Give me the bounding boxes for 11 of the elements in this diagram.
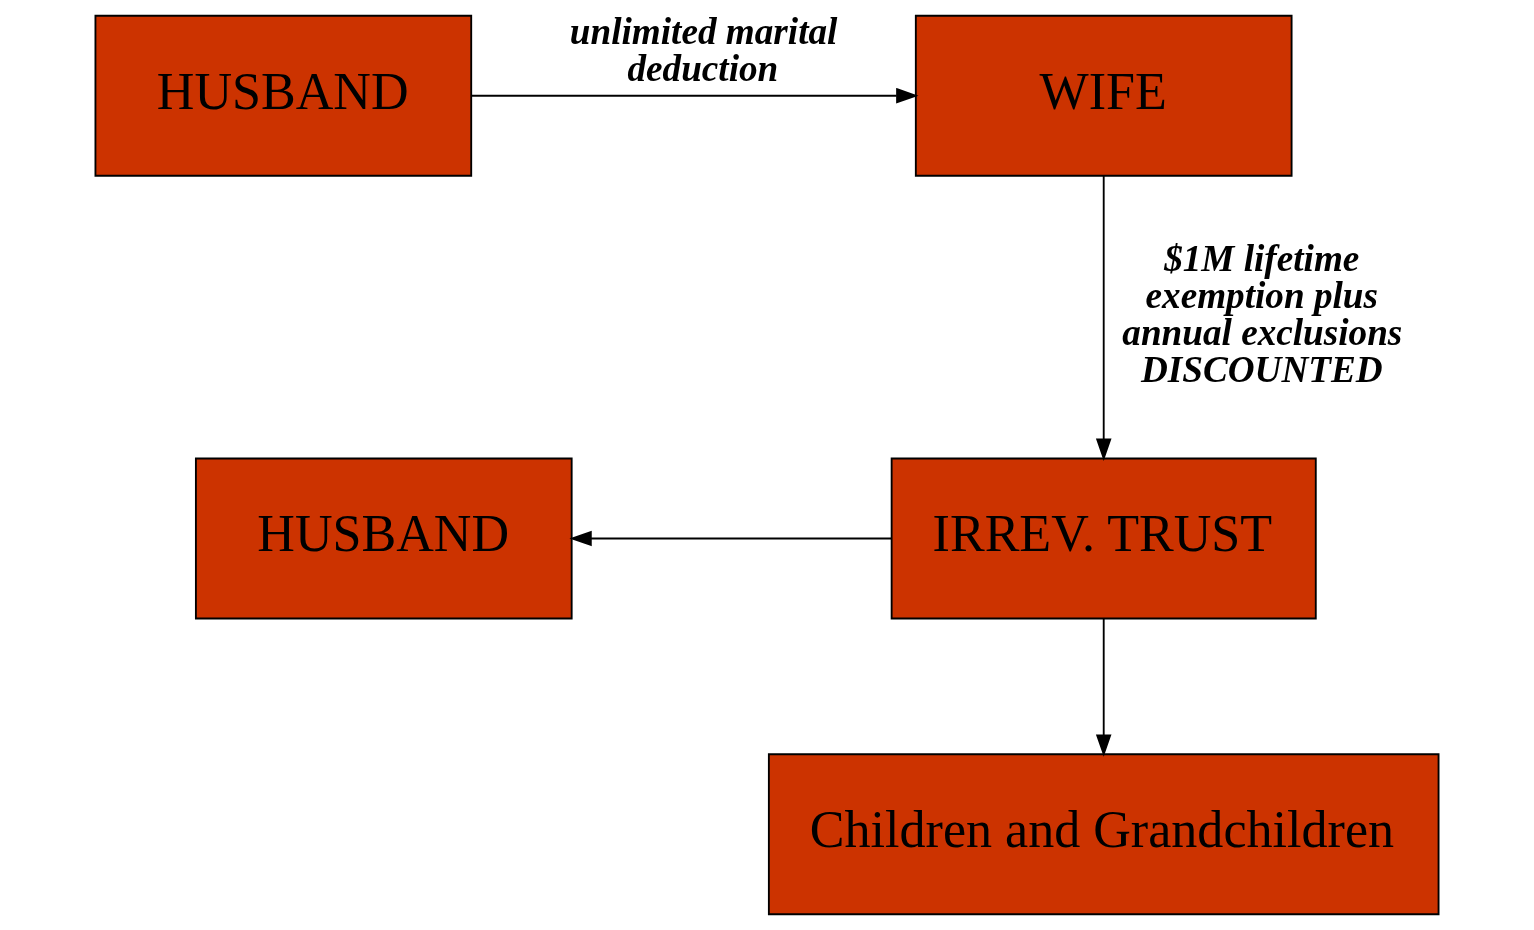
node-box: WIFE <box>914 14 1293 177</box>
node-box: Children and Grandchildren <box>767 753 1440 916</box>
arrow <box>470 87 919 104</box>
edge-label: $1M lifetime exemption plus annual exclusions DISCOUNTED <box>1122 237 1403 391</box>
arrow <box>569 530 893 547</box>
node-box: HUSBAND <box>94 14 473 177</box>
arrow <box>1095 175 1112 461</box>
edge-label: unlimited marital deduction <box>569 10 838 89</box>
node-box: IRREV. TRUST <box>890 457 1317 620</box>
node-box: HUSBAND <box>194 457 573 620</box>
arrow <box>1095 617 1112 757</box>
